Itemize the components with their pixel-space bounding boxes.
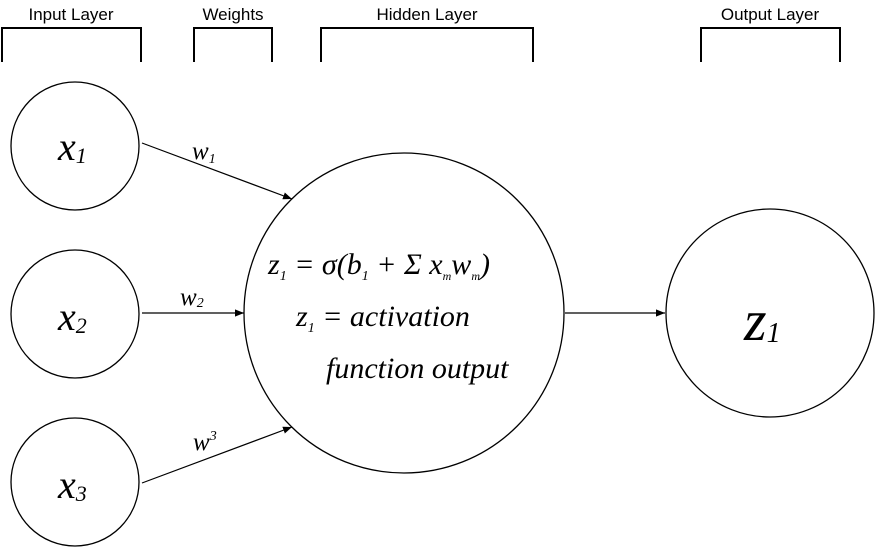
input-label-3: x3	[57, 462, 87, 507]
hidden-equation-1: z1 = σ(b1 + Σ xmwm)	[267, 248, 490, 284]
output-node	[665, 208, 875, 418]
edge-x1-hidden	[141, 142, 293, 200]
input-layer-label: Input Layer	[28, 5, 113, 24]
weight-label-3: w3	[193, 429, 217, 456]
weight-label-1: w1	[192, 138, 216, 167]
hidden-layer-bracket	[320, 27, 534, 62]
input-node-2	[10, 249, 140, 379]
edge-x3-hidden	[141, 426, 293, 484]
input-label-2: x2	[57, 294, 87, 339]
output-layer-label: Output Layer	[721, 5, 820, 24]
weight-label-2: w2	[180, 284, 204, 311]
input-node-3	[10, 417, 140, 547]
hidden-layer-label: Hidden Layer	[376, 5, 477, 24]
output-layer-bracket	[700, 27, 841, 62]
output-label: z1	[743, 288, 781, 353]
input-layer-bracket	[1, 27, 142, 62]
weights-bracket	[193, 27, 273, 62]
input-label-1: x1	[57, 124, 87, 169]
weights-label: Weights	[202, 5, 263, 24]
hidden-equation-2: z1 = activation	[295, 300, 470, 336]
input-node-1	[10, 81, 140, 211]
hidden-equation-3: function output	[326, 352, 509, 385]
